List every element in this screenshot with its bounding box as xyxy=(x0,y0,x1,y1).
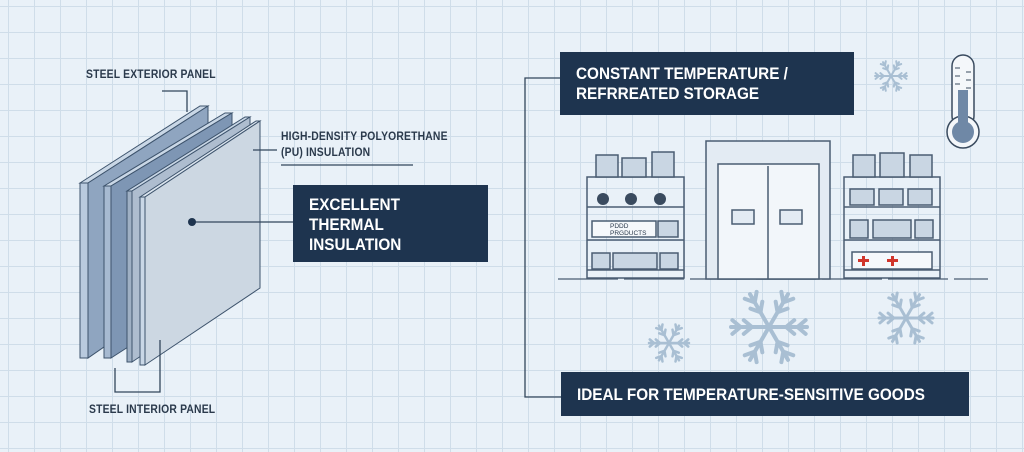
interior-panel-label: STEEL INTERIOR PANEL xyxy=(89,404,216,416)
shelf-sign-line2: PRGDUCTS xyxy=(610,230,647,237)
thermometer-icon xyxy=(946,54,980,149)
snowflake-icon xyxy=(877,291,935,345)
storage-callout: CONSTANT TEMPERATURE / REFRREATED STORAG… xyxy=(560,52,854,115)
apple-icon xyxy=(597,193,666,205)
storage-line1: CONSTANT TEMPERATURE / xyxy=(576,64,788,83)
callout-line1: EXCELLENT xyxy=(309,195,400,214)
snowflake-icon xyxy=(647,323,691,363)
thermal-insulation-callout: EXCELLENT THERMAL INSULATION xyxy=(293,185,488,262)
leader-lines xyxy=(114,77,561,398)
cold-room-door[interactable] xyxy=(705,140,831,280)
goods-text: IDEAL FOR TEMPERATURE-SENSITIVE GOODS xyxy=(577,385,925,404)
storage-line2: REFRREATED STORAGE xyxy=(576,84,760,104)
shelf-sign-line1: PDDD xyxy=(610,223,629,230)
insulation-label-line2: (PU) INSULATION xyxy=(281,147,371,159)
goods-callout: IDEAL FOR TEMPERATURE-SENSITIVE GOODS xyxy=(561,372,969,416)
medical-icon xyxy=(858,256,898,266)
snowflake-icon xyxy=(729,289,809,365)
callout-line3: INSULATION xyxy=(309,235,402,255)
callout-dot xyxy=(188,218,196,226)
right-shelf xyxy=(843,152,941,279)
insulation-label-line1: HIGH-DENSITY POLYORETHANE xyxy=(281,131,448,143)
callout-line2: THERMAL xyxy=(309,215,384,235)
left-shelf xyxy=(586,151,685,279)
exterior-panel-label: STEEL EXTERIOR PANEL xyxy=(86,69,216,81)
snowflake-icon xyxy=(874,60,908,92)
sandwich-panel xyxy=(78,105,262,366)
